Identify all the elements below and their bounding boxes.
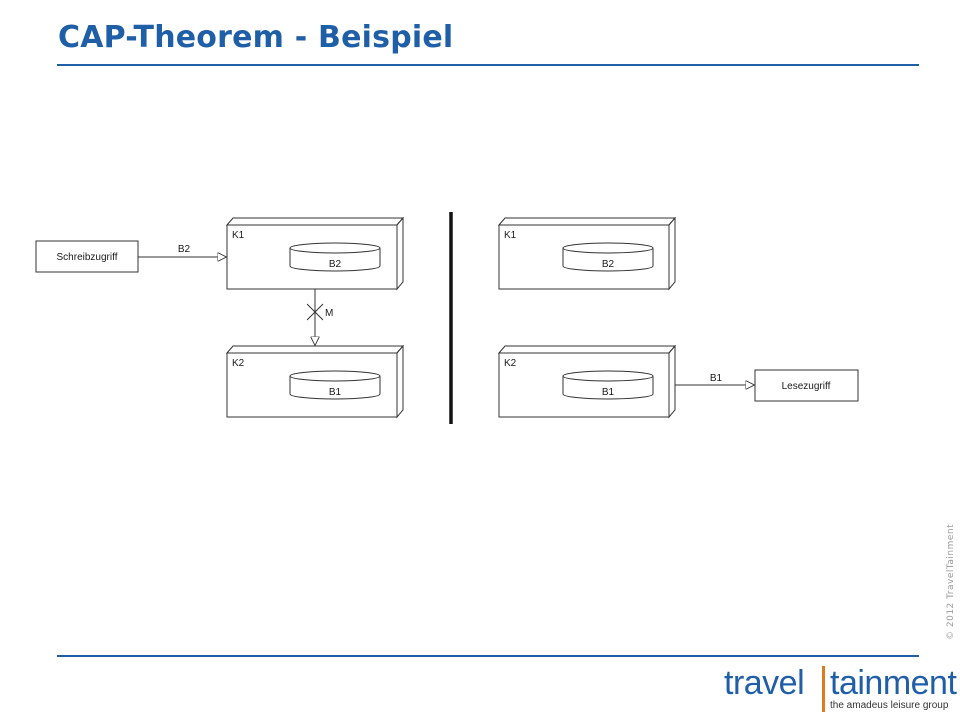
logo-divider-bar [822,666,825,712]
partition-cross-icon [306,303,324,321]
right-k2-store-label: B1 [602,387,615,398]
right-k1-store-label: B2 [602,259,615,270]
read-edge-label: B1 [710,373,723,384]
write-edge-label: B2 [178,244,191,255]
logo-text-travel: travel [724,664,805,702]
left-k2-store-label: B1 [329,387,342,398]
left-k2-database-icon [289,370,381,400]
logo-tagline: the amadeus leisure group [830,700,949,711]
slide-title: CAP-Theorem - Beispiel [58,20,454,55]
right-node-k1-label: K1 [504,230,517,241]
read-edge: B1 [675,373,754,385]
left-k1-database-icon [289,242,381,272]
write-client-box: Schreibzugriff [35,240,139,273]
replication-edge: M [306,289,333,345]
title-divider [57,64,919,66]
right-node-k2-label: K2 [504,358,517,369]
right-k1-database-icon [562,242,654,272]
left-node-k2-label: K2 [232,358,245,369]
replication-label: M [325,308,333,319]
left-node-k1: K1 B2 [225,216,405,291]
logo-text-tainment: tainment [830,664,957,702]
left-k1-store-label: B2 [329,259,342,270]
left-node-k1-label: K1 [232,230,245,241]
right-k2-database-icon [562,370,654,400]
write-edge: B2 [138,244,226,257]
read-client-box: Lesezugriff [754,369,859,402]
read-client-label: Lesezugriff [782,381,831,392]
company-logo: travel tainment the amadeus leisure grou… [720,664,957,714]
right-node-k1: K1 B2 [497,216,677,291]
right-node-k2: K2 B1 [497,344,677,419]
write-client-label: Schreibzugriff [57,252,118,263]
footer-divider [57,655,919,657]
left-node-k2: K2 B1 [225,344,405,419]
copyright-notice: © 2012 TravelTainment [946,523,956,640]
